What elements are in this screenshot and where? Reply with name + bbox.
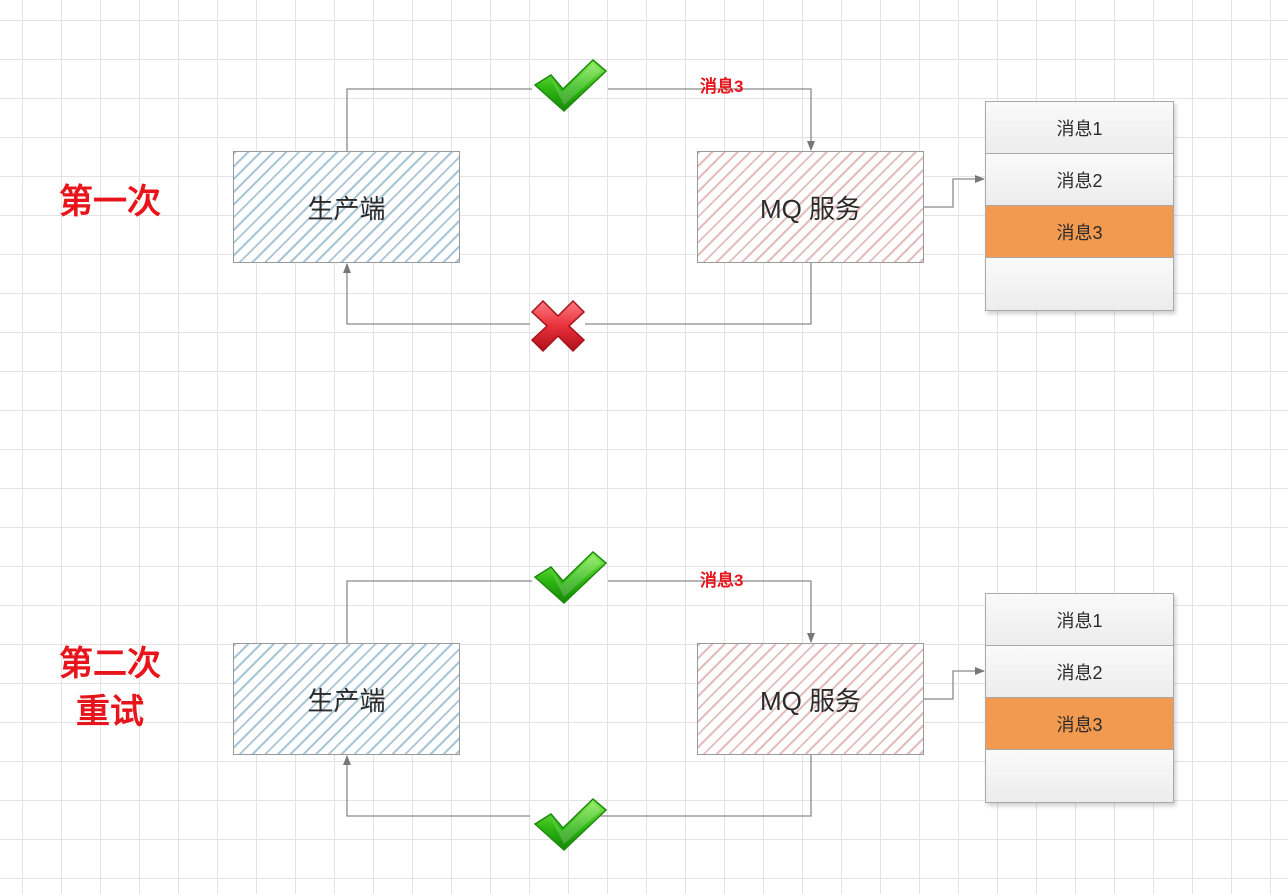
producer-node[interactable]: 生产端 (233, 643, 460, 755)
queue-cell: 消息2 (986, 646, 1173, 698)
ack-connector (585, 263, 812, 325)
message-queue: 消息1 消息2 消息3 (985, 101, 1174, 311)
producer-node[interactable]: 生产端 (233, 151, 460, 263)
send-connector (608, 580, 815, 643)
ack-connector (585, 755, 812, 817)
phase-label-line: 重试 (76, 693, 144, 731)
phase-label-retry: 第二次 重试 (40, 640, 180, 736)
ack-connector (343, 755, 530, 817)
producer-label: 生产端 (307, 685, 386, 716)
queue-connector (924, 175, 985, 208)
mq-service-label: MQ 服务 (759, 685, 862, 716)
mq-service-label: MQ 服务 (759, 193, 862, 224)
queue-cell-highlighted: 消息3 (986, 206, 1173, 258)
check-icon (533, 58, 608, 113)
queue-cell: 消息1 (986, 102, 1173, 154)
message-flow-label: 消息3 (700, 571, 744, 590)
message-flow-label: 消息3 (700, 77, 744, 96)
queue-cell: 消息2 (986, 154, 1173, 206)
check-icon (533, 550, 608, 605)
queue-cell: 消息1 (986, 594, 1173, 646)
mq-service-node[interactable]: MQ 服务 (697, 151, 924, 263)
send-connector (608, 88, 815, 151)
mq-service-node[interactable]: MQ 服务 (697, 643, 924, 755)
producer-label: 生产端 (307, 193, 386, 224)
send-connector (346, 88, 532, 151)
phase-label-line: 第二次 (59, 645, 161, 683)
queue-cell-empty (986, 750, 1173, 802)
message-queue: 消息1 消息2 消息3 (985, 593, 1174, 803)
cross-icon (530, 299, 586, 353)
check-icon (533, 797, 608, 852)
queue-connector (924, 667, 985, 700)
phase-label-line: 第一次 (59, 183, 161, 221)
queue-cell-empty (986, 258, 1173, 310)
queue-cell-highlighted: 消息3 (986, 698, 1173, 750)
send-connector (346, 580, 532, 643)
ack-connector (343, 263, 530, 325)
phase-label-first: 第一次 (40, 178, 180, 226)
